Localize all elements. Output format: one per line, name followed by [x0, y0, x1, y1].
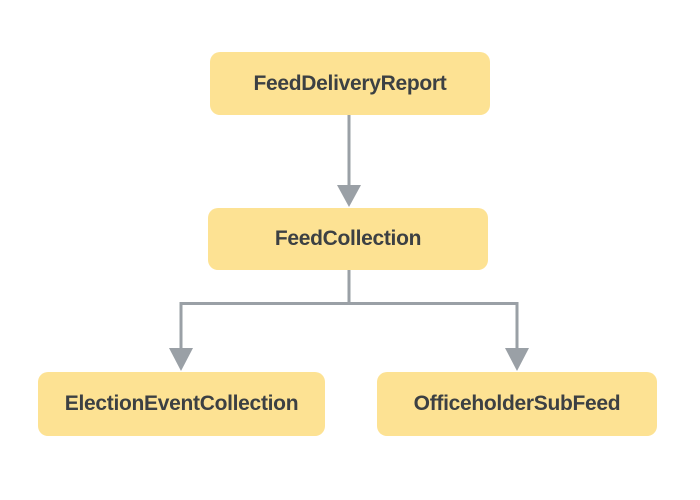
node-feed-delivery-report: FeedDeliveryReport	[210, 52, 490, 115]
arrow-down-icon	[505, 348, 529, 371]
edge-line	[179, 302, 519, 350]
arrow-down-icon	[169, 348, 193, 371]
node-label: OfficeholderSubFeed	[413, 392, 621, 415]
node-election-event-collection: ElectionEventCollection	[38, 372, 325, 436]
node-label: FeedDeliveryReport	[253, 71, 447, 95]
node-officeholder-sub-feed: OfficeholderSubFeed	[377, 372, 657, 436]
edge-feedcollection-branch	[169, 270, 529, 371]
node-label: ElectionEventCollection	[64, 392, 299, 415]
node-feed-collection: FeedCollection	[208, 208, 488, 270]
node-label: FeedCollection	[274, 227, 422, 250]
arrow-down-icon	[337, 185, 361, 207]
edge-feeddeliveryreport-to-feedcollection	[337, 115, 361, 207]
